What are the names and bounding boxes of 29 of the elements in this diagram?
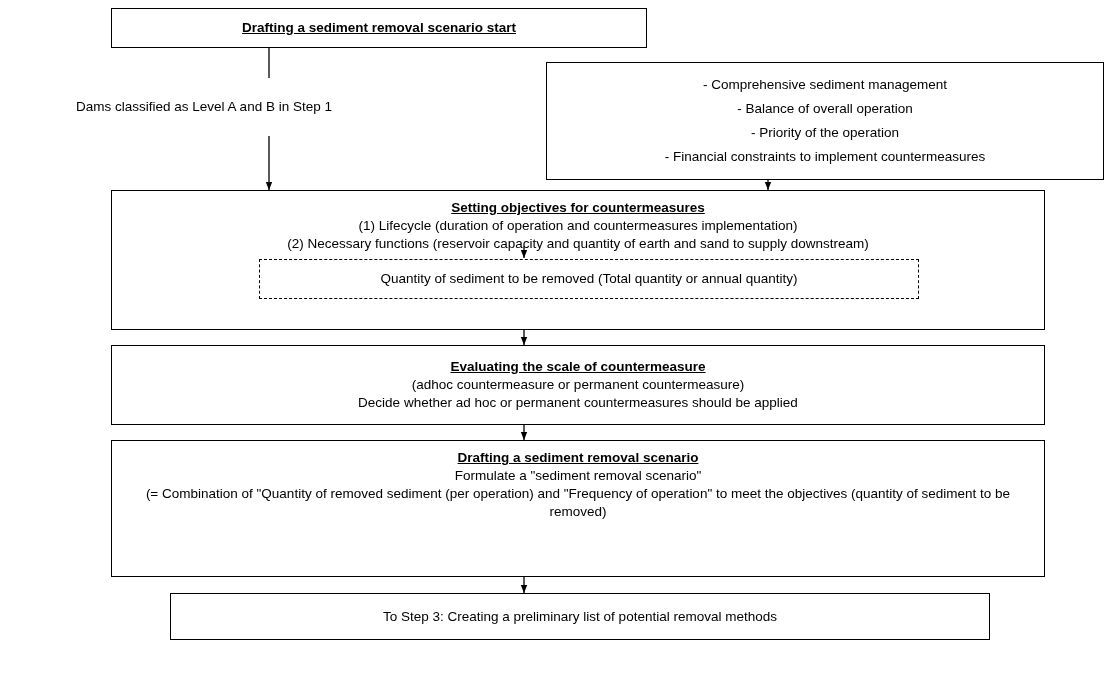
body-text: - Balance of overall operation — [736, 100, 914, 118]
heading-text: Drafting a sediment removal scenario start — [241, 19, 517, 37]
heading-text: Evaluating the scale of countermeasure — [449, 358, 707, 376]
body-text: Quantity of sediment to be removed (Total quantity or annual quantity) — [379, 270, 799, 288]
heading-text: Drafting a sediment removal scenario — [456, 449, 700, 467]
process-box — [170, 593, 990, 640]
body-text: (1) Lifecycle (duration of operation and countermeasures implementation) — [357, 217, 799, 235]
body-text: (= Combination of "Quantity of removed sediment (per operation) and "Frequency of operation" to meet the objectives (quantity of sediment to be removed) — [144, 485, 1012, 521]
arrow — [764, 179, 772, 191]
body-text: Decide whether ad hoc or permanent countermeasures should be applied — [357, 394, 799, 412]
body-text: - Comprehensive sediment management — [702, 76, 948, 94]
process-box — [111, 8, 647, 48]
body-text: Formulate a "sediment removal scenario" — [453, 467, 703, 485]
process-box — [111, 190, 1045, 330]
edge-label: Dams classified as Level A and B in Step 1 — [76, 78, 332, 136]
body-text: To Step 3: Creating a preliminary list of potential removal methods — [382, 607, 778, 626]
body-text: - Financial constraints to implement countermeasures — [663, 148, 987, 166]
dashed-box — [259, 259, 919, 299]
arrow — [520, 245, 528, 259]
arrow — [520, 424, 528, 441]
process-box — [111, 345, 1045, 425]
body-text: (adhoc countermeasure or permanent countermeasure) — [410, 376, 746, 394]
body-text: - Priority of the operation — [750, 124, 900, 142]
body-text: (2) Necessary functions (reservoir capacity and quantity of earth and sand to supply downstream) — [286, 235, 870, 253]
process-box — [111, 440, 1045, 577]
heading-text: Setting objectives for countermeasures — [450, 199, 706, 217]
arrow — [520, 329, 528, 346]
process-box — [546, 62, 1104, 180]
arrow — [520, 576, 528, 594]
